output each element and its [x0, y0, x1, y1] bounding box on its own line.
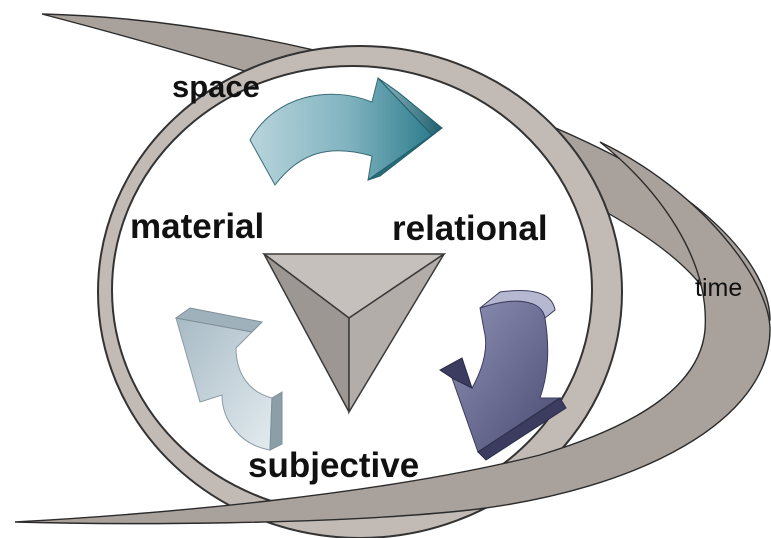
label-subjective: subjective: [248, 446, 419, 485]
label-material: material: [130, 207, 264, 246]
central-pyramid: [261, 253, 447, 415]
material-arrow: [174, 307, 283, 451]
space-arrow: [249, 76, 443, 186]
time-band-lower: [14, 141, 771, 525]
relational-arrow: [439, 290, 567, 461]
label-time: time: [695, 274, 742, 302]
label-space: space: [172, 69, 260, 104]
label-relational: relational: [392, 209, 548, 248]
